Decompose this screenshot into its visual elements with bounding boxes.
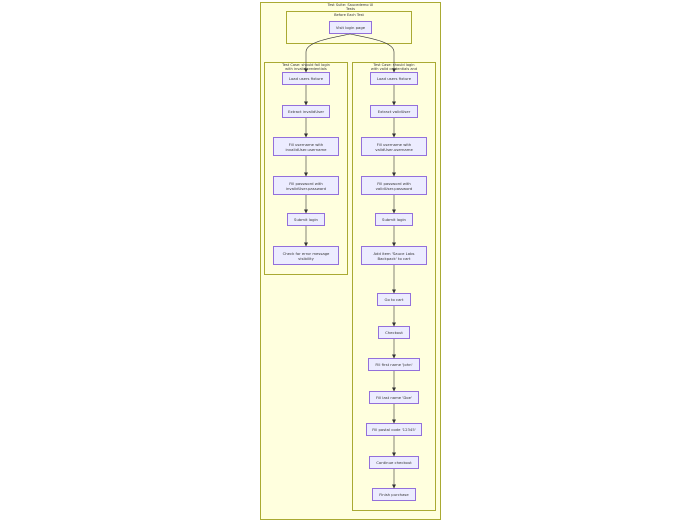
valid-step-first-name: Fill first name 'John' [368,358,420,371]
valid-step-add-backpack: Add item 'Sauce Labs Backpack' to cart [361,246,427,265]
valid-step-fill-username: Fill username with validUser.username [361,137,427,156]
invalid-step-check-error: Check for error message visibility [273,246,339,265]
valid-step-submit-login: Submit login [375,213,413,226]
suite-title-line2: Tests [346,7,355,12]
invalid-step-extract-user: Extract invalidUser [282,105,330,118]
valid-step-continue-checkout: Continue checkout [369,456,419,469]
visit-login-node: Visit login page [329,21,372,34]
valid-step-extract-user: Extract validUser [370,105,418,118]
valid-step-go-to-cart: Go to cart [377,293,411,306]
suite-title-line1: Test Suite: Saucedemo UI [327,3,374,7]
valid-step-fill-password: Fill password with validUser.password [361,176,427,195]
suite-title: Test Suite: Saucedemo UI Tests [261,3,440,12]
valid-step-postal-code: Fill postal code '12345' [366,423,422,436]
valid-step-finish-purchase: Finish purchase [372,488,416,501]
invalid-step-load-fixture: Load users fixture [282,72,330,85]
valid-step-last-name: Fill last name 'Doe' [369,391,419,404]
invalid-step-fill-password: Fill password with invalidUser.password [273,176,339,195]
valid-case-cluster: Test Case: should login with valid crede… [352,62,436,511]
invalid-step-fill-username: Fill username with invalidUser.username [273,137,339,156]
invalid-case-cluster: Test Case: should fail login with invali… [264,62,348,275]
valid-step-checkout: Checkout [378,326,410,339]
valid-step-load-fixture: Load users fixture [370,72,418,85]
invalid-step-submit-login: Submit login [287,213,325,226]
before-each-title: Before Each Test [334,13,364,17]
